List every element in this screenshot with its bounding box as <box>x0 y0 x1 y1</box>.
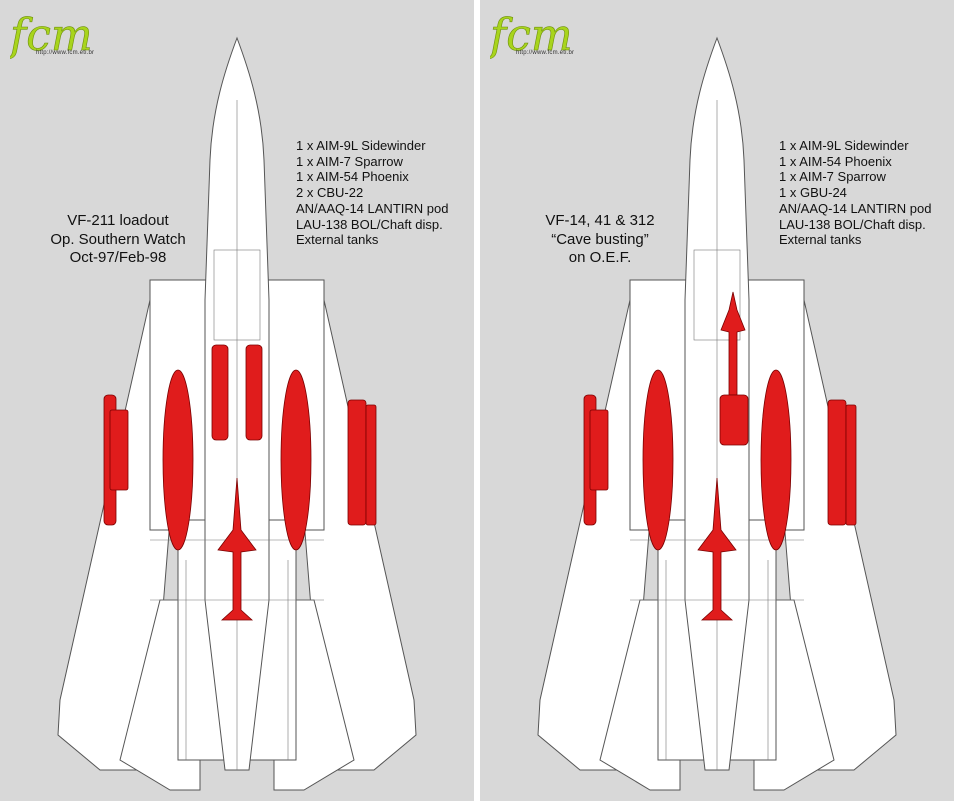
right-external-tank <box>760 369 792 551</box>
caption-line: VF-14, 41 & 312 <box>545 212 655 229</box>
loadout-item: External tanks <box>779 232 862 248</box>
left-panel: fcm http://www.fcm.eti.br <box>0 0 474 801</box>
loadout-list: 1 x AIM-9L Sidewinder 1 x AIM-7 Sparrow … <box>296 138 448 248</box>
cbu-22-right <box>245 344 263 441</box>
fcm-logo: fcm <box>10 10 93 62</box>
loadout-item: External tanks <box>296 232 379 248</box>
f14-planform-left <box>57 36 417 791</box>
left-external-tank <box>162 369 194 551</box>
caption-line: Oct-97/Feb-98 <box>69 249 167 266</box>
lantirn-pod <box>827 399 847 526</box>
pylon-rail <box>845 404 857 526</box>
caption-line: on O.E.F. <box>568 249 632 266</box>
caption-line: Op. Southern Watch <box>50 230 186 248</box>
loadout-item: AN/AAQ-14 LANTIRN pod <box>779 200 932 216</box>
gbu-24 <box>719 394 749 446</box>
caption-line: VF-211 loadout <box>67 212 169 229</box>
right-panel: fcm http://www.fcm.eti.br <box>480 0 954 801</box>
aim-54-phoenix-rail <box>365 404 377 526</box>
f14-planform-right <box>537 36 897 791</box>
logo-text: fcm <box>10 10 93 61</box>
lantirn-pod <box>347 399 367 526</box>
fcm-logo: fcm <box>490 10 573 62</box>
loadout-item: AN/AAQ-14 LANTIRN pod <box>296 200 449 216</box>
lau-138-dispenser <box>589 409 609 491</box>
loadout-item: 1 x GBU-24 <box>779 185 847 201</box>
loadout-item: 1 x AIM-9L Sidewinder <box>296 138 426 153</box>
mission-caption: VF-211 loadout Op. Southern Watch Oct-97… <box>18 212 218 268</box>
logo-url: http://www.fcm.eti.br <box>516 50 575 56</box>
loadout-item: 2 x CBU-22 <box>296 185 364 201</box>
loadout-list: 1 x AIM-9L Sidewinder 1 x AIM-54 Phoenix… <box>779 138 931 248</box>
cbu-22-left <box>211 344 229 441</box>
lau-138-dispenser <box>109 409 129 491</box>
loadout-item: LAU-138 BOL/Chaft disp. <box>296 216 443 232</box>
loadout-item: LAU-138 BOL/Chaft disp. <box>779 216 926 232</box>
caption-line: “Cave busting” <box>551 230 649 248</box>
loadout-item: 1 x AIM-54 Phoenix <box>296 169 409 185</box>
right-external-tank <box>280 369 312 551</box>
aim-7-sparrow <box>217 477 257 621</box>
loadout-item: 1 x AIM-9L Sidewinder <box>779 138 909 153</box>
loadout-item: 1 x AIM-7 Sparrow <box>296 153 403 169</box>
left-external-tank <box>642 369 674 551</box>
logo-text: fcm <box>490 10 573 61</box>
loadout-item: 1 x AIM-54 Phoenix <box>779 153 892 169</box>
aim-7-sparrow <box>697 477 737 621</box>
mission-caption: VF-14, 41 & 312 “Cave busting” on O.E.F. <box>500 212 700 268</box>
loadout-item: 1 x AIM-7 Sparrow <box>779 169 886 185</box>
logo-url: http://www.fcm.eti.br <box>36 50 95 56</box>
